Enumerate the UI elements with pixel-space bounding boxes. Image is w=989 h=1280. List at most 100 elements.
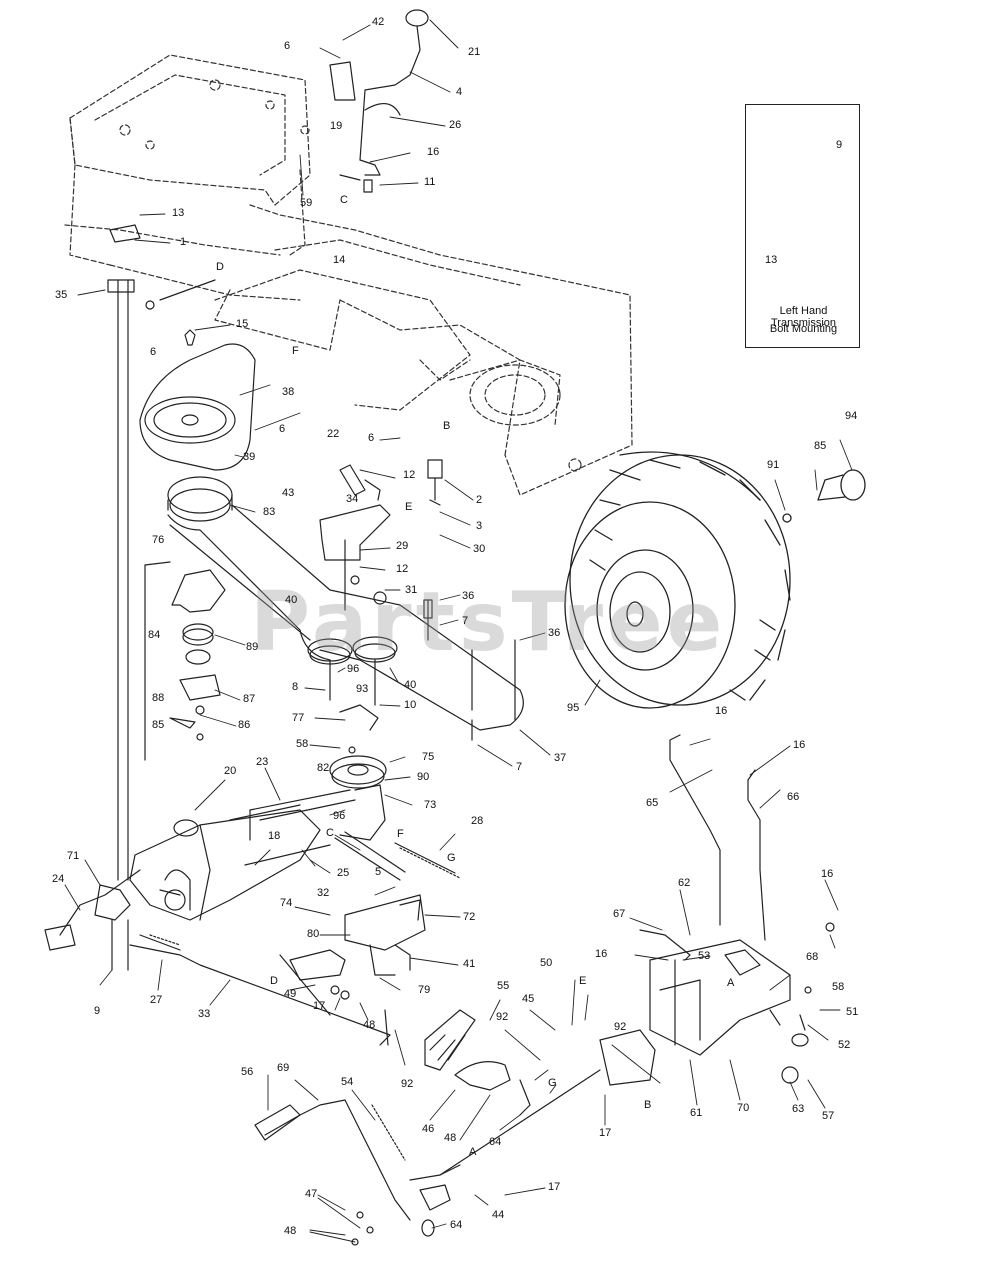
- callout-label: 72: [463, 911, 476, 923]
- callout-label: 22: [327, 428, 340, 440]
- callout-label: 16: [793, 739, 806, 751]
- inset-caption-line2: Bolt Mounting: [769, 323, 838, 335]
- callout-label: 46: [422, 1123, 435, 1135]
- callout-label: 59: [300, 197, 313, 209]
- transmission-pulley: [329, 704, 387, 841]
- callout-label: 12: [403, 469, 416, 481]
- callout-label: 68: [806, 951, 819, 963]
- callout-label: 13: [172, 207, 185, 219]
- drive-belt: [167, 476, 524, 731]
- callout-label: D: [270, 975, 278, 987]
- callout-label: 50: [540, 957, 553, 969]
- callout-label: 17: [548, 1181, 561, 1193]
- callout-label: 80: [307, 928, 320, 940]
- callout-label: 11: [424, 176, 436, 188]
- callout-label: 48: [444, 1132, 457, 1144]
- callout-label: 90: [417, 771, 430, 783]
- callout-label: 61: [690, 1107, 703, 1119]
- callout-label: 66: [787, 791, 800, 803]
- callout-label: 40: [285, 594, 298, 606]
- callout-label: 34: [346, 493, 359, 505]
- shift-lever-assembly: [329, 9, 429, 193]
- callout-label: 29: [396, 540, 409, 552]
- callout-label: 7: [516, 761, 523, 773]
- callout-label: F: [397, 828, 404, 840]
- inset-callout-9: 9: [836, 139, 843, 151]
- callout-label: 18: [268, 830, 281, 842]
- callout-label: 28: [471, 815, 484, 827]
- frame-outline: [64, 54, 633, 496]
- callout-label: 43: [282, 487, 295, 499]
- callout-label: 96: [333, 810, 346, 822]
- shift-rods: [129, 831, 461, 1046]
- callout-label: 53: [698, 950, 711, 962]
- callout-label: 16: [595, 948, 608, 960]
- callout-label: 4: [456, 86, 463, 98]
- control-rods: [669, 734, 766, 941]
- callout-label: 42: [372, 16, 385, 28]
- callout-label: E: [405, 501, 413, 513]
- callout-label: 2: [476, 494, 483, 506]
- callout-label: 77: [292, 712, 305, 724]
- callout-label: 76: [152, 534, 165, 546]
- callout-label: 92: [614, 1021, 627, 1033]
- callout-label: 67: [613, 908, 626, 920]
- callout-label: 6: [279, 423, 286, 435]
- callout-label: 85: [814, 440, 827, 452]
- callout-label: 40: [404, 679, 417, 691]
- pedal-lever: [254, 1069, 601, 1246]
- callout-label: 48: [363, 1019, 376, 1031]
- pulley-bracket-group: [144, 561, 226, 761]
- callout-label: 91: [767, 459, 780, 471]
- callout-label: 49: [284, 988, 297, 1000]
- callout-label: D: [216, 261, 224, 273]
- callout-label: 47: [305, 1188, 318, 1200]
- inset-box: 9 13 Left Hand Transmission Bolt Mountin…: [745, 104, 860, 348]
- callout-label: 87: [243, 693, 256, 705]
- callout-label: 58: [832, 981, 845, 993]
- callout-label: 9: [94, 1005, 101, 1017]
- callout-label: 26: [449, 119, 462, 131]
- callout-label: 36: [548, 627, 561, 639]
- callout-label: 24: [52, 873, 65, 885]
- callout-label: 75: [422, 751, 435, 763]
- callout-label: 37: [554, 752, 567, 764]
- brake-pedal-plate: [424, 1009, 656, 1116]
- callout-label: 79: [418, 984, 431, 996]
- callout-label: 63: [792, 1103, 805, 1115]
- callout-label: 20: [224, 765, 237, 777]
- callout-label: 56: [241, 1066, 254, 1078]
- callout-label: 31: [405, 584, 418, 596]
- callout-label: 92: [401, 1078, 414, 1090]
- callout-label: 84: [148, 629, 161, 641]
- inset-caption: Left Hand Transmission: [771, 305, 836, 329]
- callout-label: 93: [356, 683, 369, 695]
- callout-label: 51: [846, 1006, 859, 1018]
- callout-label: 32: [317, 887, 330, 899]
- callout-label: 36: [462, 590, 475, 602]
- callout-label: G: [447, 852, 456, 864]
- callout-label: 25: [337, 867, 350, 879]
- callout-label: 64: [450, 1219, 463, 1231]
- pedal-bracket: [639, 922, 835, 1084]
- callout-label: 54: [341, 1076, 354, 1088]
- callout-label: 89: [246, 641, 259, 653]
- callout-label: 83: [263, 506, 276, 518]
- callout-label: 23: [256, 756, 269, 768]
- callout-label: 86: [238, 719, 251, 731]
- watermark: PartsTree: [250, 575, 727, 670]
- callout-label: 82: [317, 762, 330, 774]
- callout-label: 6: [368, 432, 375, 444]
- transaxle: [44, 789, 356, 971]
- callout-label: 12: [396, 563, 409, 575]
- idler-pulleys: [307, 539, 398, 706]
- inset-callout-13: 13: [765, 254, 778, 266]
- callout-label: 35: [55, 289, 68, 301]
- callout-label: 16: [821, 868, 834, 880]
- callout-label: 5: [375, 866, 382, 878]
- callout-label: 92: [496, 1011, 509, 1023]
- callout-label: A: [727, 977, 735, 989]
- callout-label: 57: [822, 1110, 835, 1122]
